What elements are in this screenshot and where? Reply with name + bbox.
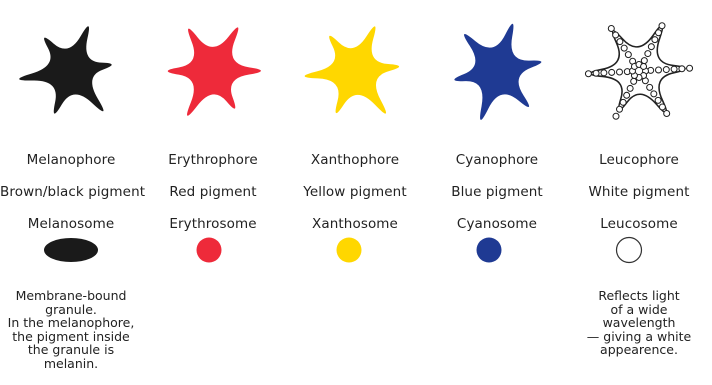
xanthophore-pigment: Yellow pigment [284, 184, 426, 200]
leucosome-dot [651, 91, 657, 97]
leucosome-dot [593, 70, 599, 76]
leucosome-dot [671, 66, 677, 72]
note-line: wavelength [568, 316, 710, 330]
leucophore-star-icon [574, 6, 704, 136]
note-line: melanin. [2, 357, 140, 371]
leucosome-dot [617, 69, 623, 75]
leucosome-dot [601, 70, 607, 76]
leucosome-dot [585, 71, 591, 77]
cyanophore-name: Cyanophore [426, 152, 568, 168]
xanthophore-star-icon [290, 6, 420, 136]
erythrosome-granule-shape [197, 238, 222, 263]
leucosome-dot [659, 104, 665, 110]
xanthosome-granule-shape [337, 238, 362, 263]
leucosome-dot [617, 106, 623, 112]
note-line: In the melanophore, [2, 316, 140, 330]
cyanophore-pigment: Blue pigment [426, 184, 568, 200]
cell-column-cyanophore: Cyanophore Blue pigment Cyanosome [426, 0, 568, 385]
melanosome-granule [38, 236, 104, 276]
leucosome-dot [608, 26, 614, 32]
xanthophore-name: Xanthophore [284, 152, 426, 168]
melanophore-name: Melanophore [0, 152, 142, 168]
note-line: of a wide [568, 303, 710, 317]
cyanophore-star-icon [432, 6, 562, 136]
leucosome-dot [631, 78, 637, 84]
cell-column-melanophore: Melanophore Brown/black pigment Melanoso… [0, 0, 142, 385]
erythrophore-pigment: Red pigment [142, 184, 284, 200]
leucosome-dot [687, 65, 693, 71]
cell-column-erythrophore: Erythrophore Red pigment Erythrosome [142, 0, 284, 385]
xanthophore-star-shape [305, 26, 400, 113]
leucosome-dot [648, 44, 654, 50]
cell-column-xanthophore: Xanthophore Yellow pigment Xanthosome [284, 0, 426, 385]
melanophore-pigment: Brown/black pigment [0, 184, 142, 200]
cell-column-leucophore: Leucophore White pigment Leucosome Refle… [568, 0, 710, 385]
leucosome-dot [664, 111, 670, 117]
note-line: the granule is [2, 343, 140, 357]
leucosome-dot [617, 39, 623, 45]
leucosome-granule-shape [617, 238, 642, 263]
leucosome-dot [621, 45, 627, 51]
melanophore-note: Membrane-bound granule. In the melanopho… [2, 289, 140, 370]
erythrophore-name: Erythrophore [142, 152, 284, 168]
note-line: the pigment inside [2, 330, 140, 344]
leucosome-dot [609, 69, 615, 75]
melanophore-star-icon [6, 6, 136, 136]
leucosome-dot [620, 99, 626, 105]
leucosome-dot [679, 66, 685, 72]
leucosome-dot [663, 67, 669, 73]
leucosome-dot [652, 37, 658, 43]
cyanophore-organelle: Cyanosome [426, 216, 568, 232]
leucosome-dot [625, 52, 631, 58]
note-line: appearence. [568, 343, 710, 357]
leucosome-dot [641, 63, 647, 69]
leucosome-dot [655, 97, 661, 103]
note-line: granule. [2, 303, 140, 317]
leucosome-dot [624, 92, 630, 98]
leucosome-dot [656, 67, 662, 73]
note-line: — giving a white [568, 330, 710, 344]
leucosome-dot [647, 84, 653, 90]
erythrophore-star-icon [148, 6, 278, 136]
melanophore-organelle: Melanosome [0, 216, 142, 232]
leucosome-dot [613, 32, 619, 38]
leucosome-dot [641, 58, 647, 64]
leucophore-note: Reflects light of a wide wavelength — gi… [568, 289, 710, 357]
melanophore-star-shape [19, 26, 112, 113]
leucosome-dot [656, 30, 662, 36]
note-line: Membrane-bound [2, 289, 140, 303]
cyanosome-granule-shape [477, 238, 502, 263]
erythrosome-granule [194, 236, 234, 276]
xanthophore-organelle: Xanthosome [284, 216, 426, 232]
leucophore-pigment: White pigment [568, 184, 710, 200]
melanosome-granule-shape [44, 238, 98, 262]
erythrophore-organelle: Erythrosome [142, 216, 284, 232]
leucosome-granule [614, 236, 654, 276]
leucophore-organelle: Leucosome [568, 216, 710, 232]
leucophore-name: Leucophore [568, 152, 710, 168]
leucosome-dot [659, 23, 665, 29]
cyanophore-star-shape [454, 24, 541, 120]
leucosome-dot [627, 85, 633, 91]
erythrophore-star-shape [168, 27, 261, 115]
xanthosome-granule [334, 236, 374, 276]
leucosome-dot [613, 113, 619, 119]
note-line: Reflects light [568, 289, 710, 303]
cyanosome-granule [474, 236, 514, 276]
leucosome-dot [645, 51, 651, 57]
